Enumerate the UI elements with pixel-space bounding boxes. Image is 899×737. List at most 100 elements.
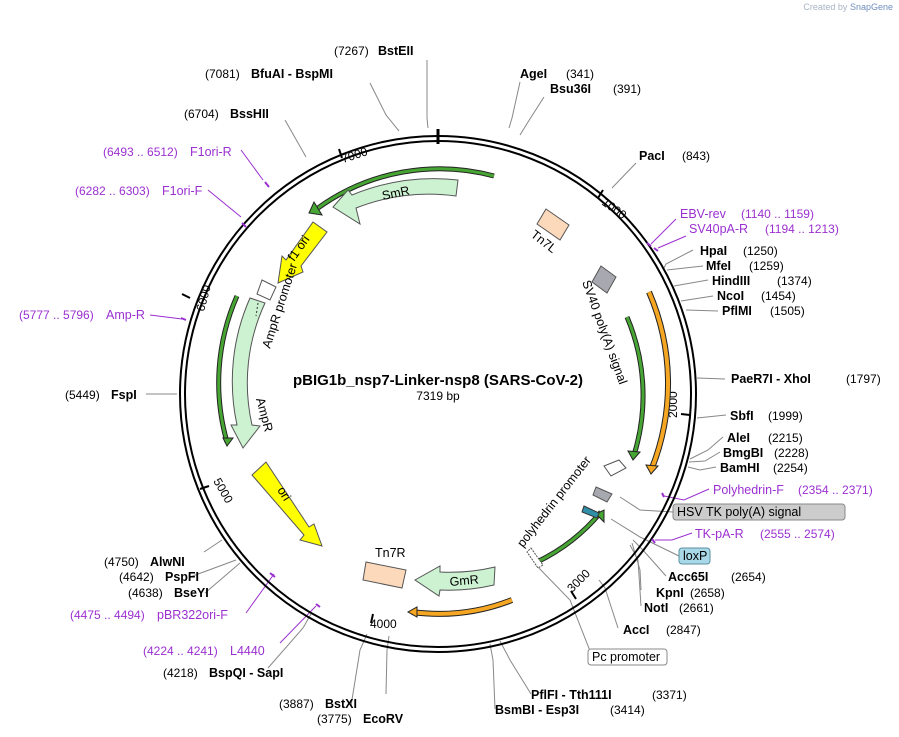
primer-leader-lines xyxy=(149,149,710,644)
tick-label-7000: 7000 xyxy=(340,144,370,166)
site-name-acci: AccI xyxy=(623,623,649,637)
site-pos-pflmi: (1505) xyxy=(770,304,805,318)
gmr-arrow[interactable] xyxy=(414,565,496,597)
site-pos-bsshii: (6704) xyxy=(184,107,219,121)
site-pos-bstxi: (3887) xyxy=(279,697,314,711)
primer-name-pbr322: pBR322ori-F xyxy=(157,608,228,622)
site-pos-pflfi: (3371) xyxy=(652,688,687,702)
left-site-labels: (7267) BstEII (7081) BfuAI - BspMI (6704… xyxy=(65,44,413,726)
site-pos-pspfi: (4642) xyxy=(119,570,154,584)
tn7r-label: Tn7R xyxy=(375,546,406,560)
orf-arrowheads-orange xyxy=(406,464,660,618)
site-name-noti: NotI xyxy=(644,601,668,615)
site-pos-paci: (843) xyxy=(682,149,710,163)
site-name-bstxi: BstXI xyxy=(325,697,357,711)
pc-promoter-label-box[interactable] xyxy=(587,648,668,666)
primer-pos-ampr: (5777 .. 5796) xyxy=(19,308,94,322)
site-name-paci: PacI xyxy=(639,149,665,163)
ori-arrow[interactable] xyxy=(251,461,323,547)
primer-name-l4440: L4440 xyxy=(230,644,265,658)
site-name-sbfi: SbfI xyxy=(730,409,754,423)
pc-promoter-label: Pc promoter xyxy=(592,650,660,664)
site-name-alei: AleI xyxy=(727,431,750,445)
plasmid-size: 7319 bp xyxy=(416,389,460,403)
scale-ticks xyxy=(181,148,691,624)
primer-name-ebvrev: EBV-rev xyxy=(680,207,727,221)
primer-pos-sv40par: (1194 .. 1213) xyxy=(765,222,839,236)
site-name-hindiii: HindIII xyxy=(712,274,750,288)
sv40-polya-box[interactable] xyxy=(591,265,617,294)
site-name-alwni: AlwNI xyxy=(150,555,185,569)
plasmid-name: pBIG1b_nsp7-Linker-nsp8 (SARS-CoV-2) xyxy=(293,372,583,389)
site-name-acc65i: Acc65I xyxy=(668,570,708,584)
primer-name-f1orif: F1ori-F xyxy=(162,184,203,198)
loxp-label: loxP xyxy=(683,549,707,563)
primer-pos-pbr322: (4475 .. 4494) xyxy=(70,608,145,622)
site-pos-mfei: (1259) xyxy=(749,259,784,273)
site-name-bsu36i: Bsu36I xyxy=(550,82,591,96)
snapgene-credit: Created by SnapGene xyxy=(803,2,893,12)
primer-pos-f1orif: (6282 .. 6303) xyxy=(75,184,150,198)
site-name-bseyi: BseYI xyxy=(174,586,209,600)
loxp-shape[interactable] xyxy=(581,505,600,519)
right-site-labels: AgeI (341) Bsu36I (391) PacI (843) HpaI … xyxy=(495,67,881,717)
site-pos-bsmbi: (3414) xyxy=(610,703,645,717)
ampr-promoter-arrow[interactable] xyxy=(256,279,277,301)
site-pos-ncoi: (1454) xyxy=(761,289,796,303)
primer-name-ampr: Amp-R xyxy=(106,308,145,322)
site-pos-hindiii: (1374) xyxy=(777,274,812,288)
tn7l-box[interactable] xyxy=(536,208,570,241)
ampr-arrow[interactable] xyxy=(230,297,266,449)
primer-pos-polyhedrinf: (2354 .. 2371) xyxy=(798,483,873,497)
tick-label-5000: 5000 xyxy=(210,476,236,506)
site-name-ncoi: NcoI xyxy=(717,289,744,303)
site-pos-noti: (2661) xyxy=(679,601,714,615)
site-pos-bseyi: (4638) xyxy=(128,586,163,600)
smr-arrow[interactable] xyxy=(332,178,459,226)
primer-name-polyhedrinf: Polyhedrin-F xyxy=(713,483,784,497)
orf-arcs xyxy=(216,166,672,617)
tick-label-4000: 4000 xyxy=(370,617,397,631)
hsvtk-box[interactable] xyxy=(592,486,613,503)
site-pos-bfuai: (7081) xyxy=(205,67,240,81)
primer-pos-l4440: (4224 .. 4241) xyxy=(143,644,218,658)
promoter-small-arrow[interactable] xyxy=(603,459,627,477)
primer-pos-ebvrev: (1140 .. 1159) xyxy=(741,207,814,221)
pc-promoter-shape[interactable] xyxy=(526,547,544,569)
site-name-pspfi: PspFI xyxy=(165,570,199,584)
site-pos-kpni: (2658) xyxy=(690,586,725,600)
ori-label: ori xyxy=(274,484,293,503)
tn7r-box[interactable] xyxy=(362,561,407,589)
site-name-mfei: MfeI xyxy=(706,259,731,273)
site-name-bsshii: BssHII xyxy=(230,107,269,121)
site-name-bsmbi: BsmBI - Esp3I xyxy=(495,703,579,717)
site-pos-bsu36i: (391) xyxy=(613,82,641,96)
primer-name-f1orir: F1ori-R xyxy=(190,145,232,159)
site-name-bsteii: BstEII xyxy=(378,44,413,58)
site-pos-alei: (2215) xyxy=(768,431,803,445)
tick-label-6000: 6000 xyxy=(193,283,214,313)
gmr-label: GmR xyxy=(449,572,479,588)
site-name-bamhi: BamHI xyxy=(720,461,760,475)
site-pos-acc65i: (2654) xyxy=(731,570,766,584)
hsvtk-label-box[interactable] xyxy=(672,503,846,521)
smr-label: SmR xyxy=(381,183,411,202)
primer-name-sv40par: SV40pA-R xyxy=(689,222,748,236)
tick-label-3000: 3000 xyxy=(564,566,593,595)
site-pos-bsteii: (7267) xyxy=(334,44,369,58)
site-leader-lines xyxy=(146,60,727,710)
site-name-kpni: KpnI xyxy=(656,586,684,600)
site-name-xhoi: PaeR7I - XhoI xyxy=(731,372,811,386)
site-name-agei: AgeI xyxy=(520,67,547,81)
site-pos-bspqi: (4218) xyxy=(163,666,198,680)
primer-pos-f1orir: (6493 .. 6512) xyxy=(103,145,178,159)
polyhedrin-label: polyhedrin promoter xyxy=(514,454,593,550)
loxp-label-box[interactable] xyxy=(678,547,711,565)
site-pos-xhoi: (1797) xyxy=(846,372,881,386)
f1ori-arrow[interactable] xyxy=(277,221,328,284)
site-name-pflmi: PflMI xyxy=(722,304,752,318)
snapgene-logo: SnapGene xyxy=(849,2,893,12)
hsvtk-label: HSV TK poly(A) signal xyxy=(677,505,801,519)
site-name-hpai: HpaI xyxy=(700,244,727,258)
site-pos-alwni: (4750) xyxy=(104,555,139,569)
